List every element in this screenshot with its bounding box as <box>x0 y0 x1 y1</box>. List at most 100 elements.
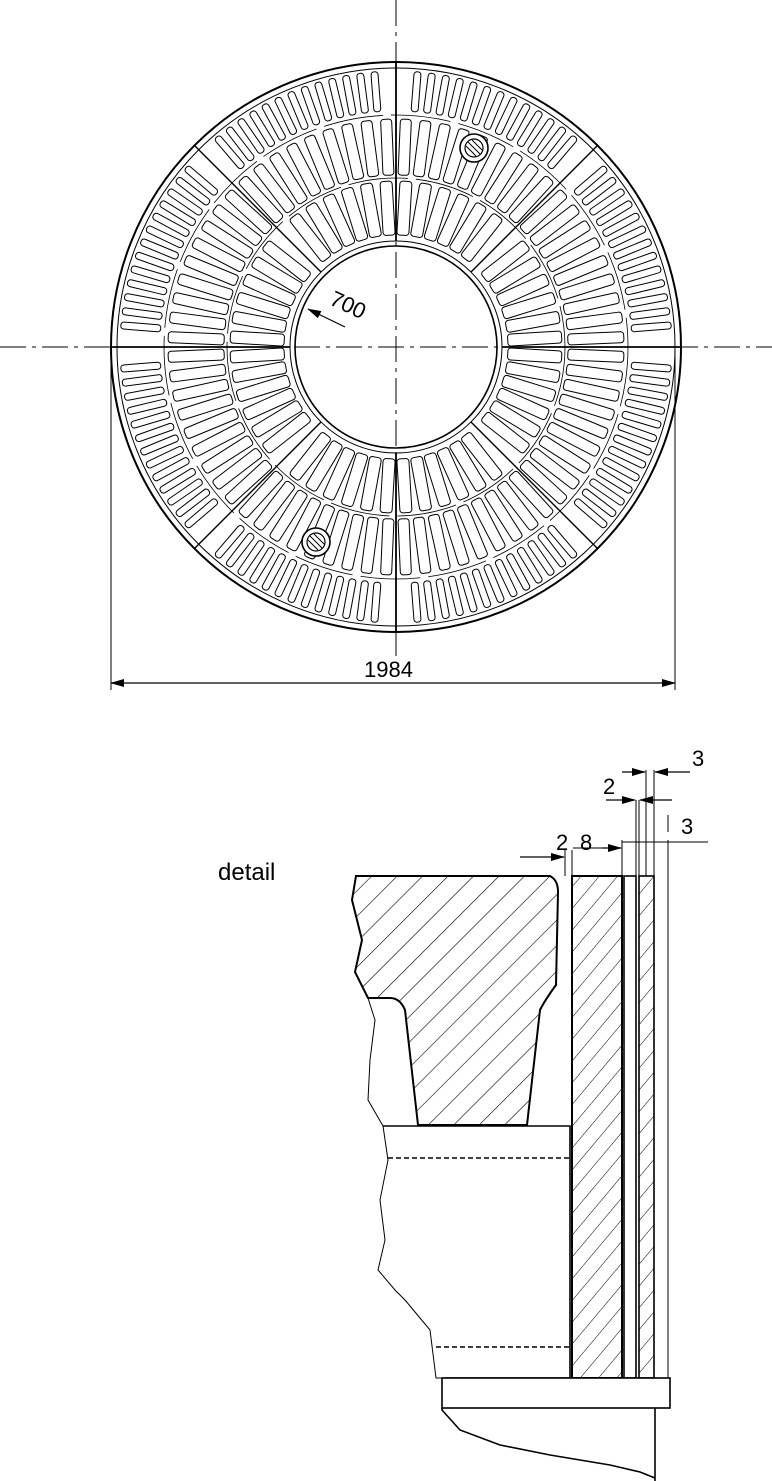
grating-slot <box>471 568 492 608</box>
grating-slot <box>617 251 657 272</box>
grating-slot <box>167 478 203 506</box>
grating-slot <box>167 188 203 216</box>
grating-slot <box>553 255 609 286</box>
grating-slot <box>121 374 163 387</box>
grating-slot <box>261 103 286 141</box>
grating-slot <box>507 347 563 364</box>
grating-slot <box>449 440 487 492</box>
grating-slot <box>613 434 652 456</box>
grating-slot <box>360 516 380 574</box>
grating-slot <box>505 311 561 333</box>
grating-slot <box>229 330 285 347</box>
grating-slot <box>123 386 165 401</box>
grating-slot <box>123 293 165 308</box>
grating-slot <box>289 432 331 481</box>
grating-slot <box>287 564 309 603</box>
grating-slot <box>565 363 623 383</box>
grating-slot <box>172 292 230 316</box>
grating-slot <box>501 374 557 402</box>
grating-slot <box>380 118 395 176</box>
grating-slot <box>379 180 396 236</box>
grating-slot <box>489 400 541 438</box>
grating-slot <box>410 71 422 113</box>
grating-segment-joints <box>111 62 681 632</box>
grating-slot <box>596 200 633 227</box>
grating-slot <box>547 524 578 559</box>
grating-slot <box>183 255 239 286</box>
grating-slot <box>286 142 321 197</box>
grating-slot <box>423 580 436 622</box>
grating-slot <box>360 182 382 238</box>
grating-slot <box>135 422 175 443</box>
grating-slot <box>235 292 291 320</box>
grating-slot <box>506 103 531 141</box>
grating-slot <box>608 225 647 249</box>
grating-slot <box>152 212 190 237</box>
liner-plate-outer <box>638 875 655 1379</box>
segment-joint <box>194 421 322 549</box>
dim-plate-3-right: 3 <box>681 814 693 839</box>
grating-section <box>350 875 560 1126</box>
detail-section: detail 2 8 <box>218 746 708 1481</box>
grating-slot <box>120 361 162 373</box>
grating-slot <box>341 513 365 571</box>
grating-slot <box>237 540 265 576</box>
lifting-hole-bottom-left <box>301 527 331 557</box>
grating-slot <box>229 347 285 364</box>
grating-slot <box>436 447 470 501</box>
grating-slot <box>410 581 422 623</box>
grating-slot <box>546 422 601 457</box>
grating-slot <box>516 547 543 584</box>
grating-slot <box>624 279 666 296</box>
grating-slot <box>410 182 432 238</box>
grating-slot <box>159 200 196 227</box>
grating-slot <box>630 321 672 333</box>
dim-plate-3-top: 3 <box>692 746 704 771</box>
grating-slot <box>169 311 227 331</box>
grating-slot <box>167 331 225 346</box>
detail-label: detail <box>218 859 275 886</box>
grating-slot <box>145 445 184 469</box>
grating-slot <box>621 265 662 284</box>
grating-slot <box>589 188 625 216</box>
grating-slot <box>183 408 239 439</box>
grating-slot <box>442 509 470 566</box>
grating-slot <box>516 110 543 147</box>
grating-slot <box>602 457 640 482</box>
grating-slot <box>527 118 555 154</box>
grating-slot <box>212 448 263 490</box>
grating-slot <box>396 180 413 236</box>
grating-slot <box>177 273 234 301</box>
grating-slot <box>494 96 518 135</box>
grating-slot <box>261 553 286 591</box>
grating-slot <box>175 488 211 518</box>
grating-slot <box>322 128 350 185</box>
grating-slot <box>538 435 591 474</box>
grating-slot <box>224 459 273 505</box>
grating-slot <box>322 447 356 501</box>
grating-slot <box>481 240 530 282</box>
base-outline <box>383 1125 656 1479</box>
grating-slot <box>617 422 657 443</box>
grating-slot <box>471 86 492 126</box>
grating-slot <box>507 330 563 347</box>
grating-slot <box>505 361 561 383</box>
grating-slot <box>251 400 303 438</box>
grating-slot <box>483 564 505 603</box>
grating-slot <box>175 176 211 206</box>
grating-slot <box>145 225 184 249</box>
grating-slot <box>328 575 345 617</box>
grating-slot <box>341 452 369 508</box>
grating-slot <box>501 292 557 320</box>
grating-slot <box>481 412 530 454</box>
grating-slot <box>627 293 669 308</box>
grating-slot <box>508 175 554 224</box>
lifting-hole-top-right <box>459 133 489 163</box>
grating-slot <box>553 408 609 439</box>
grating-slot <box>581 488 617 518</box>
frame-wall <box>571 875 623 1379</box>
grating-slot <box>547 135 578 170</box>
grating-slot <box>496 387 550 421</box>
grating-slot <box>126 398 168 415</box>
